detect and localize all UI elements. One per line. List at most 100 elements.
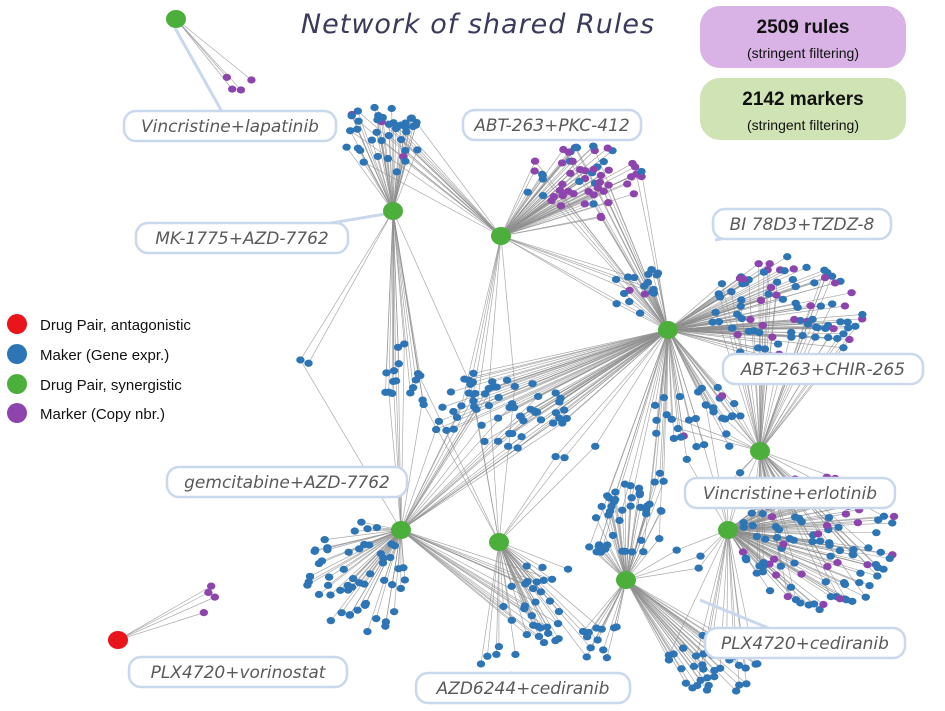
drug-pair-label-text: AZD6244+cediranib xyxy=(436,679,610,699)
network-edge xyxy=(726,529,729,639)
rules-filter-note: (stringent filtering) xyxy=(747,45,859,61)
network-edge xyxy=(393,122,502,237)
drug-pair-node-vincristine-erlotinib[interactable] xyxy=(718,521,738,539)
gene-expr-marker xyxy=(543,629,553,637)
gene-expr-marker xyxy=(619,289,629,298)
drug-pair-label-plx4720-vorinostat: PLX4720+vorinostat xyxy=(127,655,349,689)
gene-expr-marker xyxy=(373,116,382,124)
drug-pair-node-mk-1775-azd-7762[interactable] xyxy=(383,202,403,220)
copy-number-marker xyxy=(564,148,573,156)
network-edge xyxy=(400,400,423,531)
network-edge xyxy=(500,145,594,237)
gene-expr-marker xyxy=(760,345,770,353)
drug-pair-label-text: ABT-263+CHIR-265 xyxy=(740,360,905,380)
network-edge xyxy=(625,579,704,670)
gene-expr-marker xyxy=(772,534,782,542)
gene-expr-marker xyxy=(589,142,598,150)
gene-expr-marker xyxy=(713,383,722,392)
gene-expr-marker xyxy=(856,569,865,577)
network-edge xyxy=(667,329,735,404)
network-edge xyxy=(450,329,669,393)
copy-number-marker xyxy=(204,588,213,597)
copy-number-marker xyxy=(236,86,246,94)
legend-antagonistic-label: Drug Pair, antagonistic xyxy=(40,317,191,334)
network-edge xyxy=(392,210,419,374)
gene-expr-marker xyxy=(697,384,707,392)
network-edge xyxy=(677,428,761,452)
copy-number-marker xyxy=(769,555,779,563)
drug-pair-node-azd6244-cediranib[interactable] xyxy=(489,533,509,551)
copy-number-marker xyxy=(627,173,636,181)
network-edge xyxy=(727,529,877,534)
gene-expr-marker xyxy=(484,401,494,410)
drug-pair-node-gemcitabine-azd-7762[interactable] xyxy=(391,521,411,539)
gene-expr-marker xyxy=(643,278,653,286)
gene-expr-marker xyxy=(585,543,594,551)
copy-number-marker xyxy=(604,166,613,174)
network-edge xyxy=(500,203,585,237)
network-edge xyxy=(400,529,537,583)
gene-expr-marker xyxy=(553,620,563,628)
gene-expr-marker xyxy=(796,599,805,607)
drug-pair-node-abt-263-chir-265[interactable] xyxy=(750,442,770,460)
copy-number-marker xyxy=(756,296,766,305)
gene-expr-marker xyxy=(372,615,381,623)
gene-expr-marker xyxy=(355,146,365,155)
gene-expr-marker xyxy=(825,541,834,549)
network-edge xyxy=(506,329,669,381)
gene-expr-marker xyxy=(532,408,542,416)
copy-number-marker xyxy=(845,335,854,344)
gene-expr-marker xyxy=(808,537,817,546)
gene-expr-marker xyxy=(503,442,513,450)
gene-expr-marker xyxy=(597,502,606,511)
gene-expr-marker xyxy=(677,665,686,673)
gene-expr-marker xyxy=(383,154,393,163)
drug-pair-node-vincristine-lapatinib[interactable] xyxy=(166,10,186,28)
gene-expr-marker xyxy=(630,273,639,282)
gene-expr-marker xyxy=(477,421,486,429)
gene-expr-marker xyxy=(560,454,569,462)
drug-pair-node-bi-78d3-tzdz-8[interactable] xyxy=(658,321,678,339)
copy-number-marker xyxy=(779,540,788,548)
copy-number-marker xyxy=(797,570,806,578)
gene-expr-marker xyxy=(843,318,852,326)
gene-expr-marker xyxy=(419,400,428,409)
drug-pair-node-plx4720-vorinostat[interactable] xyxy=(108,631,128,649)
gene-expr-marker xyxy=(803,320,813,328)
network-edge xyxy=(500,235,635,278)
gene-expr-marker xyxy=(676,433,686,441)
network-edge xyxy=(406,131,502,237)
copy-number-marker xyxy=(847,289,856,297)
network-edge xyxy=(498,386,516,543)
network-edge xyxy=(175,18,228,78)
gene-expr-marker xyxy=(551,452,560,461)
network-edge xyxy=(575,147,669,331)
network-edge xyxy=(405,150,502,237)
gene-expr-marker xyxy=(399,564,408,572)
network-edge xyxy=(500,161,573,237)
gene-expr-marker xyxy=(699,665,708,673)
gene-expr-marker xyxy=(735,681,744,689)
gene-expr-marker xyxy=(888,519,897,527)
drug-pair-node-abt-263-pkc-412[interactable] xyxy=(491,227,511,245)
drug-pair-node-plx4720-cediranib[interactable] xyxy=(616,571,636,589)
gene-expr-marker xyxy=(353,107,363,115)
network-edge xyxy=(649,329,669,505)
network-edge xyxy=(625,481,656,581)
network-edge xyxy=(498,446,596,543)
gene-expr-marker xyxy=(476,660,486,668)
gene-expr-marker xyxy=(513,444,522,452)
copy-number-marker xyxy=(556,202,566,210)
network-edge xyxy=(400,529,536,603)
gene-expr-marker xyxy=(551,389,560,397)
network-edge xyxy=(759,332,792,452)
network-edge xyxy=(117,596,215,641)
network-edge xyxy=(378,115,502,237)
gene-expr-marker xyxy=(502,376,512,384)
drug-pair-label-abt-263-pkc-412: ABT-263+PKC-412 xyxy=(461,108,643,142)
gene-expr-marker xyxy=(449,407,458,416)
label-leader-vincristine-lapatinib xyxy=(173,27,232,127)
gene-expr-marker xyxy=(558,419,567,427)
copy-number-marker xyxy=(222,73,232,81)
gene-expr-marker xyxy=(815,537,825,545)
